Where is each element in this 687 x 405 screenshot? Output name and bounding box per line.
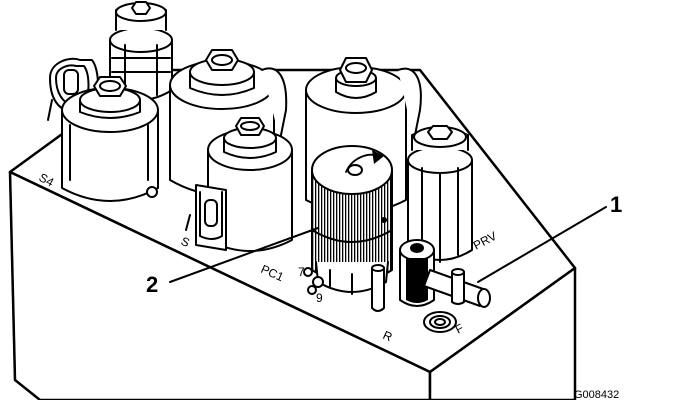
callout-1: 1 (610, 192, 622, 217)
pc1-position-7: 7 (298, 265, 305, 279)
pressure-release-valve (399, 239, 435, 307)
callout-2: 2 (146, 272, 158, 297)
pc1-position-holes (303, 267, 324, 295)
callout-1-leader (477, 206, 607, 283)
small-dowel-pin (451, 268, 465, 305)
prv-cartridge-valve (407, 125, 473, 263)
pc1-dowel-pin (371, 264, 385, 312)
figure-id: G008432 (574, 389, 619, 400)
pc1-position-9: 9 (316, 291, 323, 305)
f-port-plug (423, 311, 457, 333)
callout-2-leader (169, 227, 319, 283)
port-label-s4: S4 (37, 170, 57, 189)
left-solenoid-coil (61, 76, 159, 202)
s-solenoid-coil (185, 117, 293, 252)
mounting-hole (146, 186, 158, 198)
